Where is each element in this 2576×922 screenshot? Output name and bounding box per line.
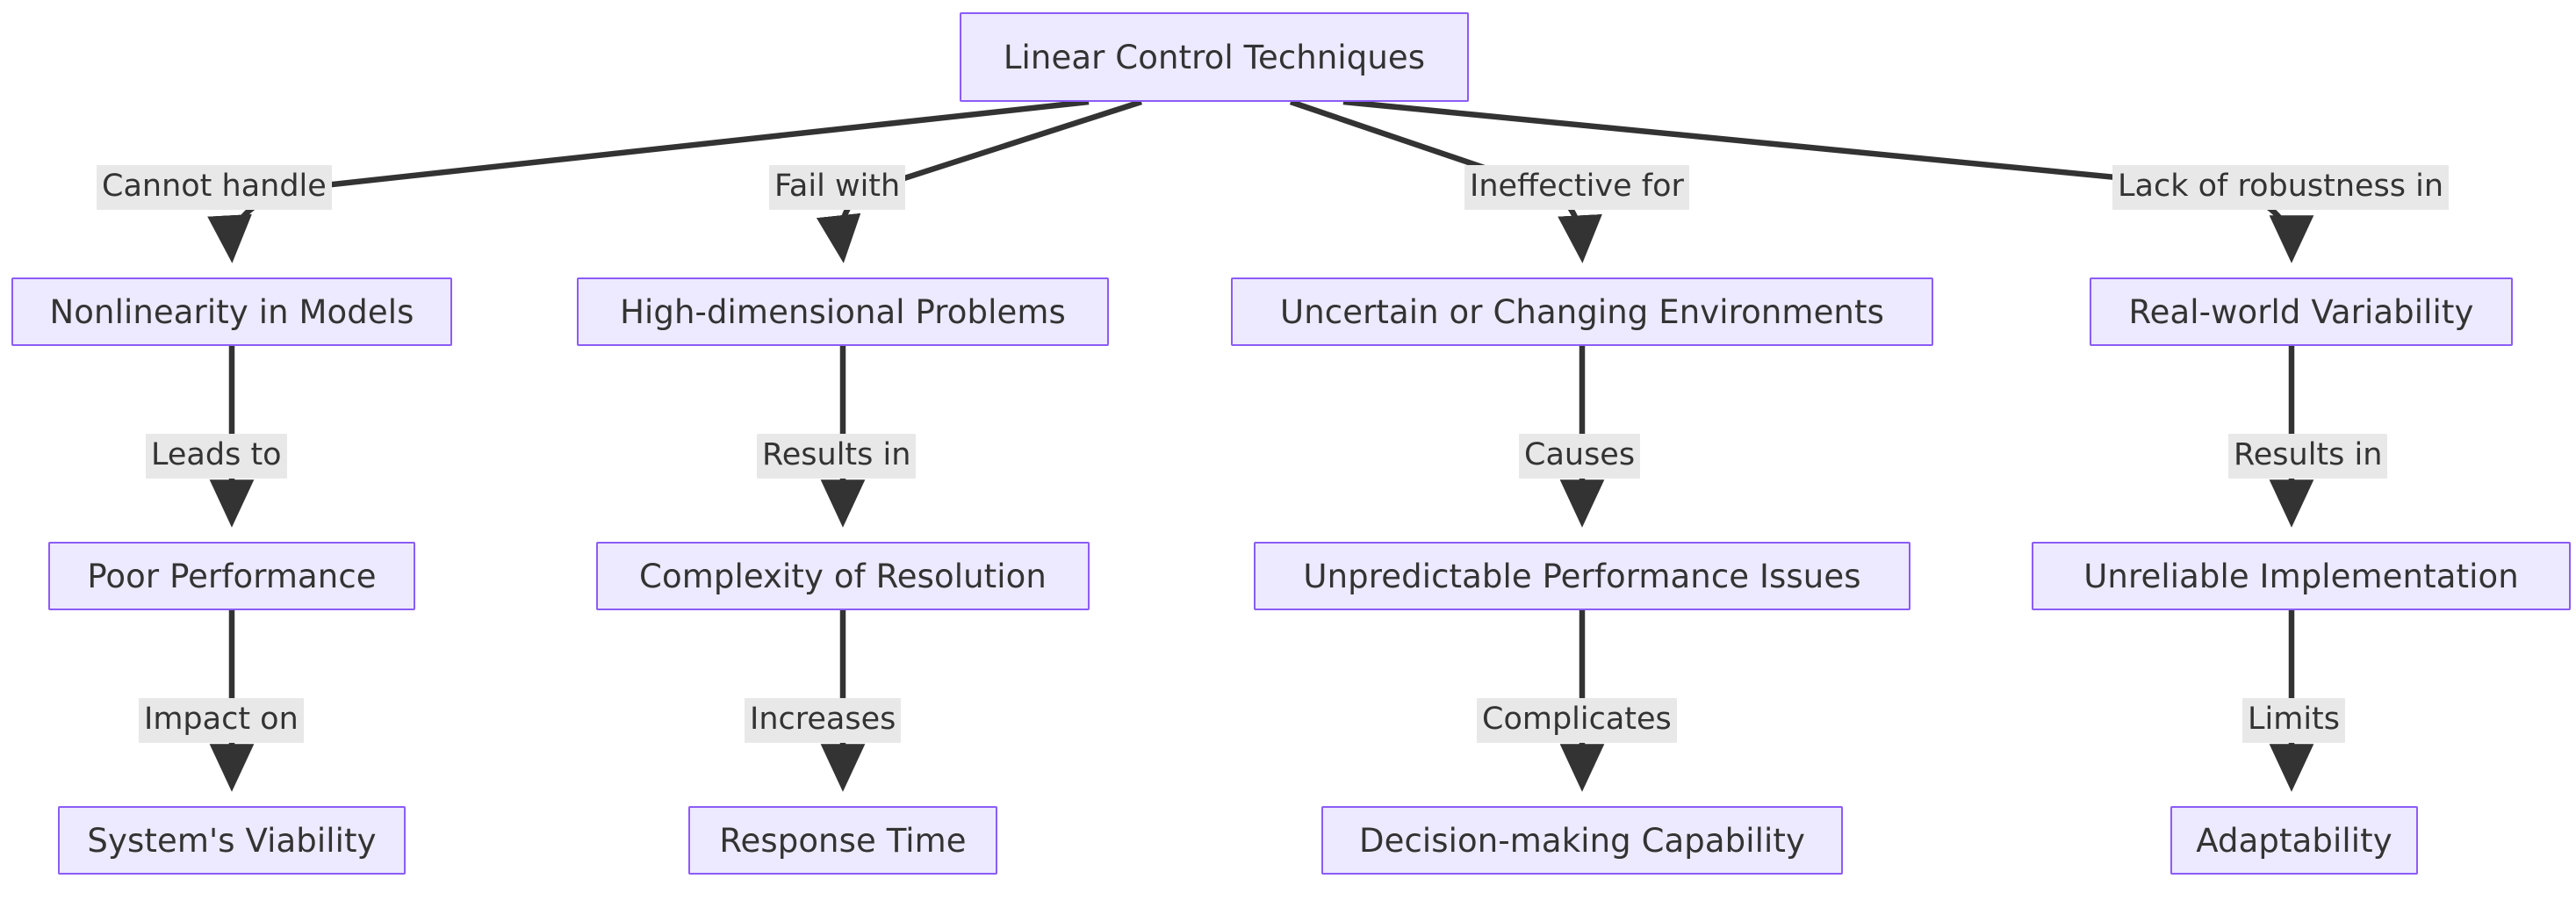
node-root-label: Linear Control Techniques	[1003, 38, 1426, 76]
edge-label-n3-1-n3-2: Causes	[1519, 434, 1641, 479]
node-n2-1[interactable]: High-dimensional Problems	[577, 277, 1109, 346]
node-n3-3[interactable]: Decision-making Capability	[1321, 806, 1843, 875]
edge-label-n1-1-n1-2: Leads to	[146, 434, 287, 479]
node-label: Decision-making Capability	[1359, 821, 1805, 860]
node-n1-3[interactable]: System's Viability	[58, 806, 406, 875]
edge-label-root-branch-2: Fail with	[769, 165, 906, 210]
edge-label-text: Complicates	[1482, 702, 1672, 737]
edge-label-text: Lack of robustness in	[2118, 169, 2444, 204]
edge-root-to-branch-1	[207, 98, 1090, 263]
node-label: Uncertain or Changing Environments	[1280, 292, 1884, 331]
node-label: Unreliable Implementation	[2083, 557, 2519, 595]
node-label: Response Time	[719, 821, 967, 860]
node-n1-2[interactable]: Poor Performance	[48, 542, 415, 610]
node-n4-3[interactable]: Adaptability	[2170, 806, 2418, 875]
edge-label-text: Ineffective for	[1470, 169, 1684, 204]
node-label: Unpredictable Performance Issues	[1303, 557, 1861, 595]
edge-label-n3-2-n3-3: Complicates	[1477, 698, 1677, 743]
node-label: Complexity of Resolution	[639, 557, 1047, 595]
edge-label-text: Causes	[1524, 437, 1636, 472]
node-n4-1[interactable]: Real-world Variability	[2090, 277, 2513, 346]
node-label: Nonlinearity in Models	[49, 292, 414, 331]
edge-label-root-branch-4: Lack of robustness in	[2112, 165, 2450, 210]
node-label: System's Viability	[87, 821, 377, 860]
edge-label-text: Fail with	[774, 169, 901, 204]
edge-label-n4-2-n4-3: Limits	[2242, 698, 2345, 743]
edge-label-root-branch-1: Cannot handle	[97, 165, 332, 210]
edge-label-n1-2-n1-3: Impact on	[139, 698, 304, 743]
edge-label-text: Increases	[750, 702, 896, 737]
node-label: Real-world Variability	[2128, 292, 2474, 331]
node-n3-2[interactable]: Unpredictable Performance Issues	[1254, 542, 1910, 610]
node-n4-2[interactable]: Unreliable Implementation	[2032, 542, 2571, 610]
edge-label-text: Results in	[2234, 437, 2383, 472]
edge-label-n4-1-n4-2: Results in	[2228, 434, 2388, 479]
edge-label-root-branch-3: Ineffective for	[1464, 165, 1689, 210]
edge-label-text: Limits	[2248, 702, 2340, 737]
edge-label-text: Leads to	[151, 437, 282, 472]
edge-label-text: Results in	[762, 437, 911, 472]
edge-label-n2-2-n2-3: Increases	[745, 698, 902, 743]
node-n2-3[interactable]: Response Time	[688, 806, 997, 875]
node-label: Poor Performance	[87, 557, 377, 595]
edge-label-text: Cannot handle	[102, 169, 327, 204]
node-n1-1[interactable]: Nonlinearity in Models	[11, 277, 452, 346]
node-root[interactable]: Linear Control Techniques	[960, 12, 1469, 102]
node-label: High-dimensional Problems	[620, 292, 1066, 331]
edge-label-n2-1-n2-2: Results in	[757, 434, 917, 479]
node-n3-1[interactable]: Uncertain or Changing Environments	[1231, 277, 1933, 346]
node-n2-2[interactable]: Complexity of Resolution	[596, 542, 1090, 610]
node-label: Adaptability	[2196, 821, 2393, 860]
edge-label-text: Impact on	[144, 702, 299, 737]
